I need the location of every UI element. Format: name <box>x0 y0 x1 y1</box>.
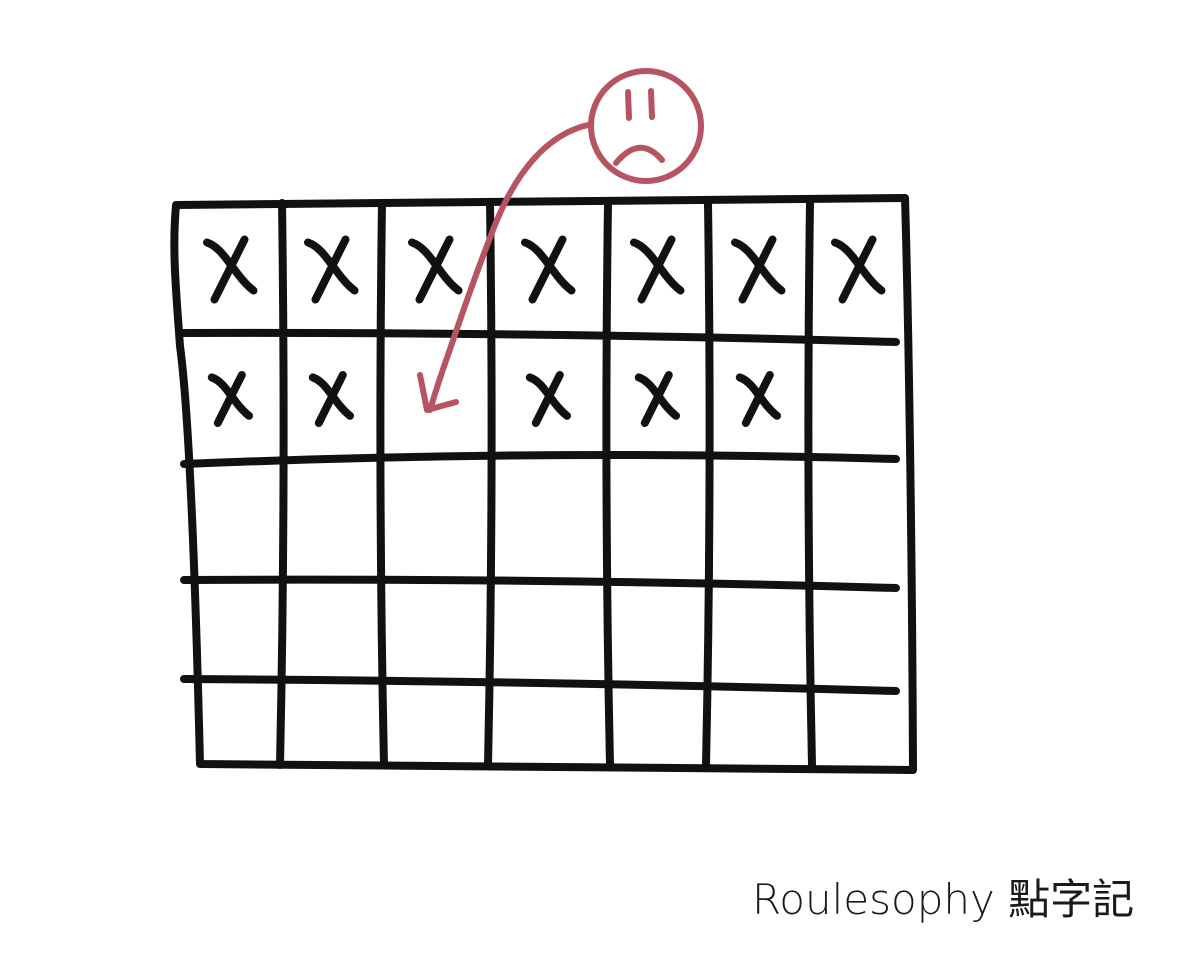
cross-mark <box>203 235 258 304</box>
annotation-arrow <box>427 122 591 413</box>
sad-face-mouth <box>613 144 665 166</box>
cross-mark <box>731 235 786 304</box>
cross-mark <box>525 371 571 427</box>
cross-mark <box>408 235 463 304</box>
sad-face-eye-right <box>648 88 655 120</box>
signature-label: Roulesophy 點字記 <box>752 875 1135 924</box>
grid-column-line <box>276 199 288 769</box>
grid-column-line <box>702 199 714 769</box>
cross-mark <box>630 235 685 304</box>
cross-mark <box>207 371 253 427</box>
grid-marks <box>203 235 886 427</box>
grid-row-line <box>180 575 900 592</box>
annotation-arrowhead <box>417 372 459 413</box>
cross-mark <box>634 371 680 427</box>
sad-face-annotation <box>417 68 704 413</box>
grid-column-line <box>804 199 816 769</box>
cross-mark <box>521 235 576 304</box>
cross-mark <box>831 235 886 304</box>
cross-mark <box>735 371 781 427</box>
cross-mark <box>308 371 354 427</box>
grid-row-line <box>180 451 900 468</box>
grid-row-line <box>180 328 900 346</box>
grid-row-line <box>180 675 900 695</box>
sad-face-eye-left <box>625 89 632 121</box>
grid-column-line <box>602 199 614 769</box>
grid-lines <box>170 194 917 774</box>
cross-mark <box>304 235 359 304</box>
grid-column-line <box>484 199 496 769</box>
grid-column-line <box>376 199 388 769</box>
sad-face-icon <box>588 68 704 184</box>
